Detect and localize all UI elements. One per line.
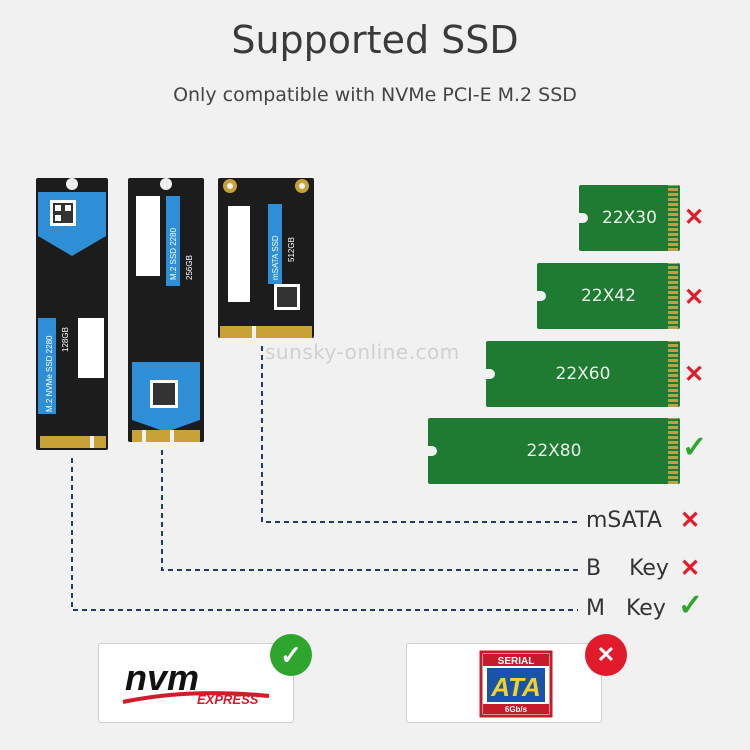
msata-stick-capacity: 512GB xyxy=(287,237,296,262)
sata-logo-box: SERIAL ATA 6Gb/s xyxy=(406,643,602,723)
connector-lines xyxy=(71,346,578,611)
nvme-stick-label: M.2 NVMe SSD 2280 xyxy=(45,335,54,412)
svg-text:nvm: nvm xyxy=(125,657,199,698)
size-card-22x60: 22X60 xyxy=(485,341,680,407)
card-notch xyxy=(485,369,495,379)
x-icon: ✕ xyxy=(684,204,705,231)
bkey-stick-label: M.2 SSD 2280 xyxy=(169,227,178,280)
msata-ssd-stick: mSATA SSD 512GB xyxy=(218,178,314,338)
page-title: Supported SSD xyxy=(231,18,519,62)
card-gold-fingers xyxy=(668,418,678,484)
card-gold-fingers xyxy=(668,263,678,329)
card-notch xyxy=(536,291,546,301)
key-label-bkey: B Key xyxy=(586,556,669,581)
card-gold-fingers xyxy=(668,341,678,407)
nvme-logo: nvm EXPRESS xyxy=(122,657,270,707)
size-label: 22X60 xyxy=(555,364,611,384)
msata-stick-label: mSATA SSD xyxy=(271,235,280,280)
nvme-ssd-stick: M.2 NVMe SSD 2280 128GB xyxy=(36,178,108,450)
card-notch xyxy=(427,446,437,456)
svg-text:ATA: ATA xyxy=(490,672,541,702)
x-icon: ✕ xyxy=(680,555,701,582)
size-card-22x42: 22X42 xyxy=(536,263,680,329)
x-icon: ✕ xyxy=(684,284,705,311)
page-subtitle: Only compatible with NVMe PCI-E M.2 SSD xyxy=(173,84,577,106)
size-label: 22X42 xyxy=(581,286,636,306)
sata-logo: SERIAL ATA 6Gb/s xyxy=(479,650,553,718)
card-notch xyxy=(578,213,588,223)
card-gold-fingers xyxy=(668,185,678,251)
svg-text:EXPRESS: EXPRESS xyxy=(197,692,259,707)
check-badge-icon: ✓ xyxy=(270,634,312,676)
bkey-ssd-stick: M.2 SSD 2280 256GB xyxy=(128,178,204,442)
watermark: sunsky-online.com xyxy=(265,340,460,364)
size-label: 22X80 xyxy=(526,441,582,461)
x-icon: ✕ xyxy=(684,361,705,388)
size-card-22x30: 22X30 xyxy=(578,185,680,251)
nvme-logo-box: nvm EXPRESS xyxy=(98,643,294,723)
check-icon: ✓ xyxy=(678,589,704,622)
svg-text:6Gb/s: 6Gb/s xyxy=(505,705,528,714)
x-icon: ✕ xyxy=(680,507,701,534)
check-icon: ✓ xyxy=(682,431,708,464)
nvme-stick-capacity: 128GB xyxy=(61,327,70,352)
key-label-mkey: M Key xyxy=(586,596,666,621)
size-label: 22X30 xyxy=(602,208,657,228)
x-badge-icon: ✕ xyxy=(585,634,627,676)
size-card-22x80: 22X80 xyxy=(427,418,680,484)
svg-text:SERIAL: SERIAL xyxy=(498,656,535,667)
key-label-msata: mSATA xyxy=(586,508,662,533)
bkey-stick-capacity: 256GB xyxy=(185,255,194,280)
